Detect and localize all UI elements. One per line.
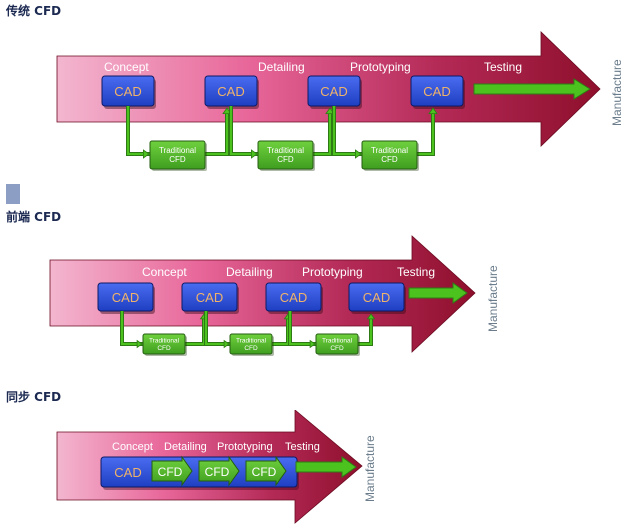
stage-label-4: Testing xyxy=(285,441,320,453)
cfd-box-1-label-1: CFD xyxy=(157,345,171,352)
flow-right-arrowhead-2 xyxy=(223,339,230,349)
flow-right-arrowhead-1 xyxy=(143,149,150,159)
cad-box-1-label: CAD xyxy=(112,290,139,305)
cad-box-4 xyxy=(410,75,464,107)
flow-down-3 xyxy=(333,106,362,155)
cfd-box-2-label-0: Traditional xyxy=(236,337,267,344)
cfd-box-3 xyxy=(315,333,359,355)
cfd-box-1 xyxy=(142,333,186,355)
stage-label-4: Testing xyxy=(484,60,522,74)
cad-box-4-label: CAD xyxy=(423,84,450,99)
cad-box-1 xyxy=(97,282,154,312)
flow-up-2 xyxy=(313,112,331,155)
cfd-arrow-1 xyxy=(151,455,193,487)
flow-up-3 xyxy=(417,112,434,155)
manufacture-label: Manufacture xyxy=(363,435,377,502)
stage-label-2: Detailing xyxy=(226,265,273,279)
cfd-box-3-label-1: CFD xyxy=(330,345,344,352)
cad-box-2-label: CAD xyxy=(217,84,244,99)
cad-box-1-label: CAD xyxy=(114,84,141,99)
stage-label-1: Concept xyxy=(112,441,153,453)
cfd-arrow-2 xyxy=(198,455,240,487)
divider-block xyxy=(6,184,20,204)
cfd-box-2-label-1: CFD xyxy=(277,155,294,164)
cad-box-2-label: CAD xyxy=(196,290,223,305)
flow-down-1 xyxy=(121,311,143,345)
stage-label-3: Prototyping xyxy=(302,265,363,279)
cfd-box-2-label-1: CFD xyxy=(244,345,258,352)
manufacture-label: Manufacture xyxy=(486,265,500,332)
flow-down-3 xyxy=(289,311,316,345)
flow-right-arrowhead-2 xyxy=(251,149,258,159)
stage-label-3: Prototyping xyxy=(350,60,411,74)
cfd-arrow-label-3: CFD xyxy=(252,465,277,479)
cfd-box-1 xyxy=(149,140,206,170)
section-title-frontend: 前端 CFD xyxy=(6,210,62,224)
cad-box-3-label: CAD xyxy=(320,84,347,99)
to-testing-arrow xyxy=(473,78,591,100)
section-title-traditional: 传统 CFD xyxy=(6,4,62,18)
cfd-box-2 xyxy=(229,333,273,355)
cad-box-4 xyxy=(348,282,405,312)
cfd-box-2-label-0: Traditional xyxy=(267,146,304,155)
cad-box-2 xyxy=(181,282,238,312)
flow-down-1 xyxy=(127,106,150,155)
cfd-box-3-label-0: Traditional xyxy=(322,337,353,344)
to-testing-arrow xyxy=(408,282,468,304)
stage-label-2: Detailing xyxy=(258,60,305,74)
process-arrow xyxy=(49,235,476,353)
cfd-box-3-label-0: Traditional xyxy=(371,146,408,155)
cad-box-3-label: CAD xyxy=(280,290,307,305)
cfd-arrow-label-2: CFD xyxy=(205,465,230,479)
flow-right-arrowhead-1 xyxy=(136,339,143,349)
stage-label-1: Concept xyxy=(104,60,149,74)
flow-up-3 xyxy=(358,318,372,345)
cfd-box-3-label-1: CFD xyxy=(381,155,398,164)
cfd-box-2 xyxy=(257,140,314,170)
section-title-concurrent: 同步 CFD xyxy=(6,390,62,404)
flow-right-arrowhead-3 xyxy=(355,149,362,159)
flow-down-2 xyxy=(230,106,258,155)
flow-right-arrowhead-3 xyxy=(309,339,316,349)
cfd-box-1-label-1: CFD xyxy=(169,155,186,164)
cad-box-4-label: CAD xyxy=(363,290,390,305)
cfd-box-1-label-0: Traditional xyxy=(159,146,196,155)
cad-box-3 xyxy=(265,282,322,312)
stage-label-1: Concept xyxy=(142,265,187,279)
cfd-arrow-3 xyxy=(245,455,287,487)
cfd-arrow-label-1: CFD xyxy=(158,465,183,479)
manufacture-label: Manufacture xyxy=(610,59,624,126)
cfd-box-3 xyxy=(361,140,418,170)
flow-up-arrowhead-3 xyxy=(366,313,376,320)
stage-label-4: Testing xyxy=(397,265,435,279)
flow-up-1 xyxy=(205,112,228,155)
flow-down-2 xyxy=(205,311,230,345)
cad-bar-label: CAD xyxy=(114,465,141,480)
cfd-box-1-label-0: Traditional xyxy=(149,337,180,344)
stage-label-2: Detailing xyxy=(164,441,207,453)
stage-label-3: Prototyping xyxy=(217,441,273,453)
flow-up-arrowhead-3 xyxy=(428,107,438,114)
to-testing-arrow xyxy=(295,456,357,478)
